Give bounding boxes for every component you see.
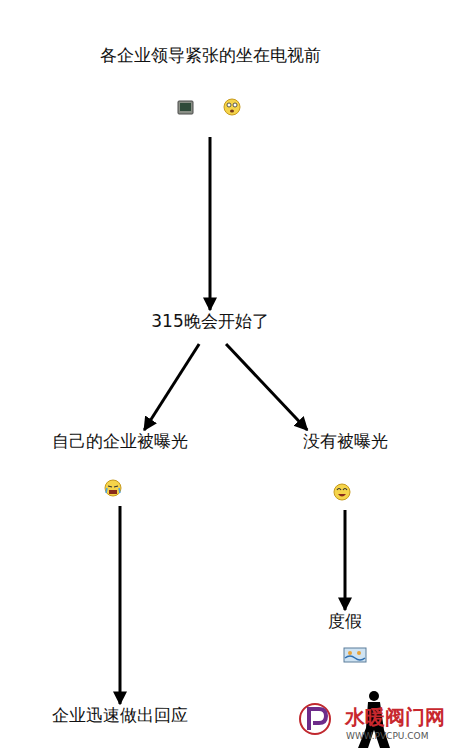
flow-arrow <box>226 344 307 430</box>
vacation-icon <box>344 648 366 662</box>
step-text: 没有被曝光 <box>285 430 405 452</box>
watermark-text: WWW.PVCPU.COM <box>346 731 428 741</box>
nervous-emoji <box>224 99 240 115</box>
flow-step: 自己的企业被曝光 <box>25 430 215 506</box>
crying-emoji <box>105 480 121 496</box>
flow-arrow <box>209 137 212 310</box>
step-text: 各企业领导紧张的坐在电视前 <box>15 44 405 66</box>
step-text: 315晚会开始了 <box>140 310 280 332</box>
flow-step: 企业迅速做出回应 <box>25 704 215 736</box>
watermark-text: 水暖阀门网 <box>345 704 445 731</box>
flow-arrow <box>144 344 199 430</box>
step-text: 度假 <box>315 610 375 632</box>
flow-step: 315晚会开始了 <box>140 310 280 344</box>
laughing-emoji <box>334 484 350 500</box>
flow-step: 度假 <box>315 610 375 642</box>
tv-icon <box>178 101 193 114</box>
flow-step: 没有被曝光 <box>285 430 405 510</box>
watermark-logo <box>300 704 330 734</box>
flow-arrow <box>344 510 347 610</box>
flow-step: 各企业领导紧张的坐在电视前 <box>15 44 405 137</box>
flow-arrow <box>119 506 122 704</box>
step-text: 企业迅速做出回应 <box>25 704 215 726</box>
step-text: 自己的企业被曝光 <box>25 430 215 452</box>
